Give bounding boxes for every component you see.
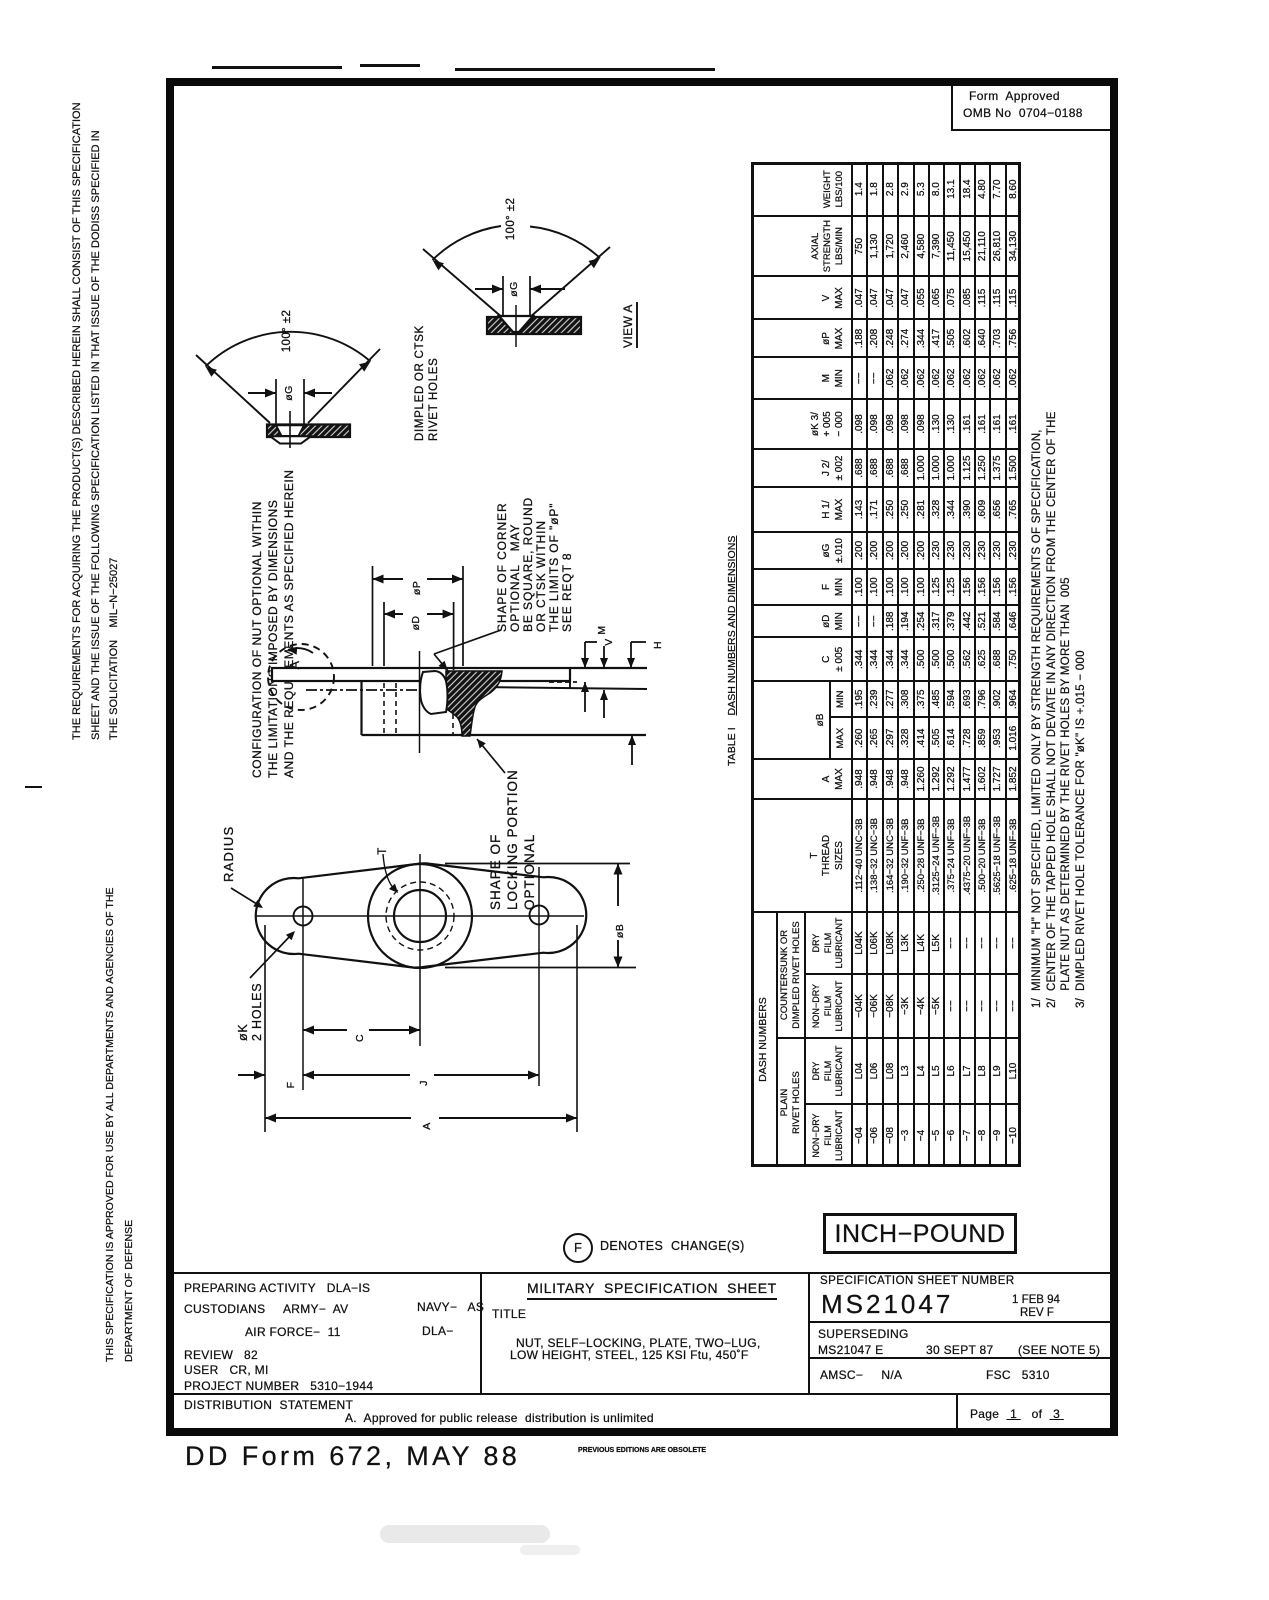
svg-text:øP: øP	[411, 581, 423, 595]
svg-text:DIMPLED OR CTSK: DIMPLED OR CTSK	[414, 325, 426, 441]
svg-text:THE LIMITATIONS IMPOSED BY DIM: THE LIMITATIONS IMPOSED BY DIMENSIONS	[266, 500, 280, 778]
svg-text:2 HOLES: 2 HOLES	[250, 983, 264, 1041]
svg-text:T: T	[377, 847, 389, 854]
svg-text:F: F	[285, 1082, 297, 1089]
svg-text:THE LIMITS OF "øP": THE LIMITS OF "øP"	[547, 503, 561, 632]
svg-text:CONFIGURATION OF NUT OPTIONAL: CONFIGURATION OF NUT OPTIONAL WITHIN	[250, 501, 264, 778]
svg-text:OPTIONAL: OPTIONAL	[522, 834, 537, 910]
svg-text:AND THE REQUIREMENTS AS SPECIF: AND THE REQUIREMENTS AS SPECIFIED HEREIN	[282, 470, 296, 779]
svg-text:V: V	[603, 638, 615, 645]
svg-text:RADIUS: RADIUS	[221, 826, 236, 882]
svg-text:BE SQUARE, ROUND: BE SQUARE, ROUND	[521, 497, 535, 632]
svg-text:RIVET HOLES: RIVET HOLES	[428, 357, 440, 441]
svg-text:H: H	[652, 641, 664, 649]
svg-text:øG: øG	[508, 281, 520, 296]
svg-text:100° ±2: 100° ±2	[505, 198, 517, 241]
svg-text:OPTIONAL MAY: OPTIONAL MAY	[508, 524, 522, 632]
svg-text:100° ±2: 100° ±2	[281, 310, 293, 353]
svg-text:J: J	[418, 1080, 430, 1086]
svg-text:LOCKING PORTION: LOCKING PORTION	[505, 769, 520, 910]
svg-text:VIEW A: VIEW A	[621, 304, 635, 348]
svg-text:OR CTSK WITHIN: OR CTSK WITHIN	[534, 520, 548, 632]
svg-text:A: A	[288, 660, 302, 669]
svg-text:SEE REQT 8: SEE REQT 8	[560, 553, 574, 632]
svg-text:øG: øG	[283, 385, 295, 400]
svg-text:øB: øB	[614, 924, 626, 938]
svg-text:øK: øK	[236, 1023, 250, 1041]
svg-text:M: M	[596, 625, 608, 634]
svg-text:SHAPE OF CORNER: SHAPE OF CORNER	[495, 502, 509, 632]
svg-text:øD: øD	[410, 616, 422, 631]
svg-text:A: A	[421, 1122, 433, 1129]
svg-text:C: C	[354, 1034, 366, 1042]
